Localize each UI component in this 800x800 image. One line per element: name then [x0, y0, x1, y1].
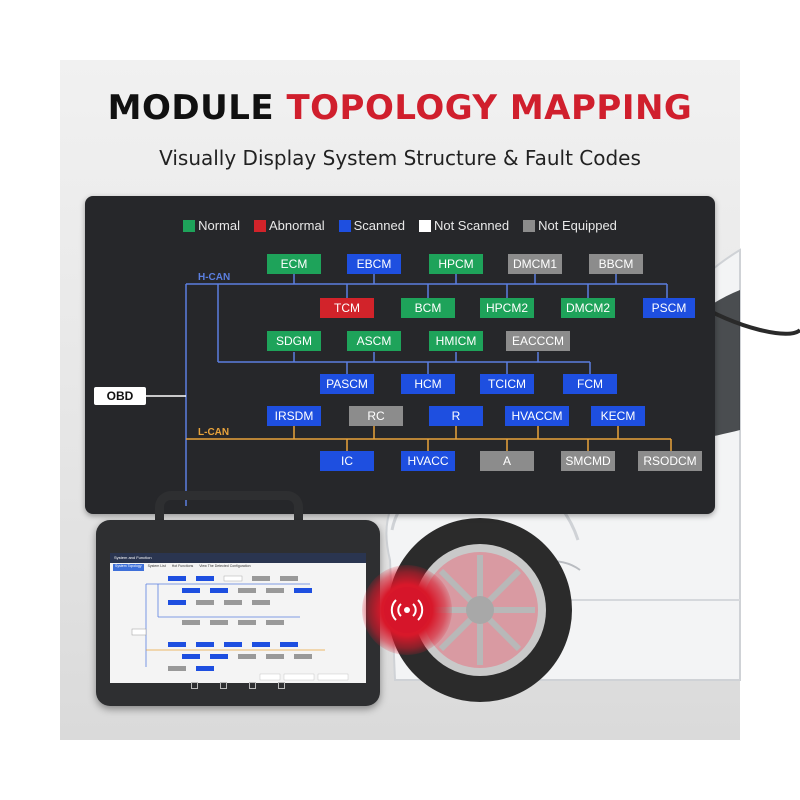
legend-abnormal: Abnormal: [253, 218, 325, 233]
wireless-signal-icon: [384, 587, 430, 633]
tablet-screen: System and Function System Topology Syst…: [110, 553, 366, 683]
legend-swatch-normal: [183, 219, 196, 232]
headline-black: MODULE: [107, 88, 275, 128]
lcan-lines: [186, 426, 672, 451]
module-hpcm[interactable]: HPCM: [429, 254, 483, 274]
module-pascm[interactable]: PASCM: [320, 374, 374, 394]
module-tcm[interactable]: TCM: [320, 298, 374, 318]
module-bbcm[interactable]: BBCM: [589, 254, 643, 274]
module-bcm[interactable]: BCM: [401, 298, 455, 318]
module-smcmd[interactable]: SMCMD: [561, 451, 615, 471]
module-kecm[interactable]: KECM: [591, 406, 645, 426]
module-rc[interactable]: RC: [349, 406, 403, 426]
tablet-tabs: System Topology System List Hot Function…: [110, 563, 366, 572]
hcan-lines: [185, 274, 668, 506]
headline-red: TOPOLOGY MAPPING: [286, 88, 693, 128]
module-r[interactable]: R: [429, 406, 483, 426]
module-dmcm1[interactable]: DMCM1: [508, 254, 562, 274]
recent-apps-icon[interactable]: [249, 681, 256, 689]
module-ic[interactable]: IC: [320, 451, 374, 471]
wireless-signal-glow: [362, 565, 452, 655]
lcan-label: L-CAN: [198, 427, 230, 438]
module-irsdm[interactable]: IRSDM: [267, 406, 321, 426]
module-pscm[interactable]: PSCM: [643, 298, 695, 318]
home-icon[interactable]: [220, 681, 227, 689]
tablet-device: System and Function System Topology Syst…: [96, 520, 380, 706]
wireless-waves-icon: [390, 599, 424, 621]
module-ecm[interactable]: ECM: [267, 254, 321, 274]
topology-panel: Normal Abnormal Scanned Not Scanned Not …: [85, 196, 715, 514]
tablet-tab-config[interactable]: View The Detected Configuration: [199, 564, 251, 568]
legend-swatch-not-scanned: [418, 219, 431, 232]
tablet-title-bar: System and Function: [110, 553, 366, 563]
module-dmcm2[interactable]: DMCM2: [561, 298, 615, 318]
legend-not-scanned: Not Scanned: [418, 218, 509, 233]
module-hvacc[interactable]: HVACC: [401, 451, 455, 471]
module-hvaccm[interactable]: HVACCM: [505, 406, 569, 426]
tablet-nav-bar: [96, 674, 380, 696]
module-ascm[interactable]: ASCM: [347, 331, 401, 351]
back-icon[interactable]: [191, 681, 198, 689]
module-hcm[interactable]: HCM: [401, 374, 455, 394]
tablet-topology-thumbnail: [131, 575, 349, 681]
module-tcicm[interactable]: TCICM: [480, 374, 534, 394]
module-a[interactable]: A: [480, 451, 534, 471]
module-hpcm2[interactable]: HPCM2: [480, 298, 534, 318]
module-eacccm[interactable]: EACCCM: [506, 331, 570, 351]
module-fcm[interactable]: FCM: [563, 374, 617, 394]
subtitle: Visually Display System Structure & Faul…: [159, 146, 641, 170]
legend-scanned: Scanned: [338, 218, 405, 233]
status-legend: Normal Abnormal Scanned Not Scanned Not …: [85, 218, 715, 233]
tablet-tab-topology[interactable]: System Topology: [113, 564, 144, 571]
screenshot-icon[interactable]: [278, 681, 285, 689]
tablet-handle: [155, 491, 303, 541]
hcan-label: H-CAN: [198, 272, 231, 283]
legend-swatch-scanned: [338, 219, 351, 232]
module-hmicm[interactable]: HMICM: [429, 331, 483, 351]
legend-swatch-abnormal: [253, 219, 266, 232]
tablet-tab-hot[interactable]: Hot Functions: [171, 564, 194, 568]
obd-port[interactable]: OBD: [94, 387, 146, 405]
headline: MODULE TOPOLOGY MAPPING: [60, 88, 740, 128]
tablet-tab-list[interactable]: System List: [147, 564, 166, 568]
module-ebcm[interactable]: EBCM: [347, 254, 401, 274]
module-rsodcm[interactable]: RSODCM: [638, 451, 702, 471]
module-sdgm[interactable]: SDGM: [267, 331, 321, 351]
bus-lines: [146, 274, 672, 506]
legend-normal: Normal: [183, 218, 240, 233]
legend-not-equipped: Not Equipped: [523, 218, 617, 233]
legend-swatch-not-equipped: [523, 219, 536, 232]
